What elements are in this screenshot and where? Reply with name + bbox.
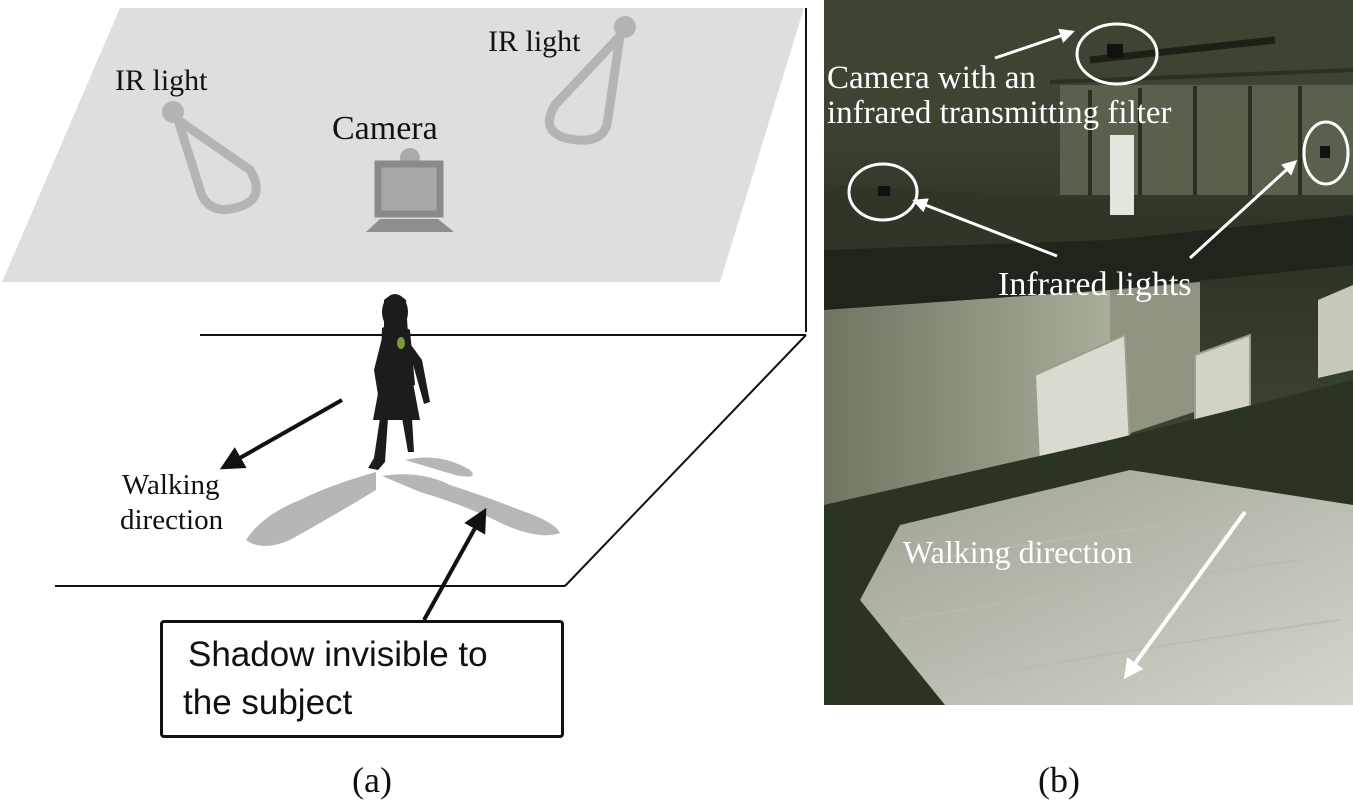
subject-shadow (246, 457, 560, 546)
panel-b-caption: (b) (1038, 760, 1080, 800)
ir-light-left-icon (162, 101, 261, 214)
shadow-callout-box (160, 620, 564, 738)
shadow-pointer-arrow (422, 507, 487, 621)
ir-right-pointer-arrow (1188, 159, 1298, 260)
room-edge-diagonal (564, 334, 807, 587)
ir-light-right-highlight-circle (1302, 120, 1350, 186)
camera-label: Camera (332, 110, 438, 147)
shadow-callout-line1: Shadow invisible to (188, 635, 488, 674)
ir-light-right-icon (544, 16, 636, 145)
panel-b-photo (824, 0, 1353, 705)
camera-pointer-arrow (994, 28, 1075, 60)
walking-direction-arrow (219, 398, 343, 470)
camera-highlight-circle (1075, 22, 1159, 86)
shadow-callout-line2: the subject (183, 683, 353, 722)
photo-walking-arrow (1123, 510, 1247, 680)
walking-person-figure (368, 294, 430, 470)
panel-a-scene (2, 8, 807, 621)
infrared-lights-label: Infrared lights (998, 266, 1192, 303)
ceiling-plane (2, 8, 804, 282)
walking-direction-label-line1: Walking (122, 469, 220, 501)
ir-light-left-label: IR light (115, 64, 208, 97)
camera-filter-label-line1: Camera with an (827, 60, 1036, 96)
photo-walking-direction-label: Walking direction (903, 534, 1133, 570)
camera-icon (366, 148, 454, 232)
camera-filter-label-line2: infrared transmitting filter (827, 95, 1172, 131)
ir-light-left-highlight-circle (847, 162, 919, 222)
ir-light-right-label: IR light (488, 25, 581, 58)
walking-direction-label-line2: direction (120, 504, 224, 536)
panel-a-caption: (a) (352, 760, 392, 800)
ir-left-pointer-arrow (912, 198, 1058, 258)
